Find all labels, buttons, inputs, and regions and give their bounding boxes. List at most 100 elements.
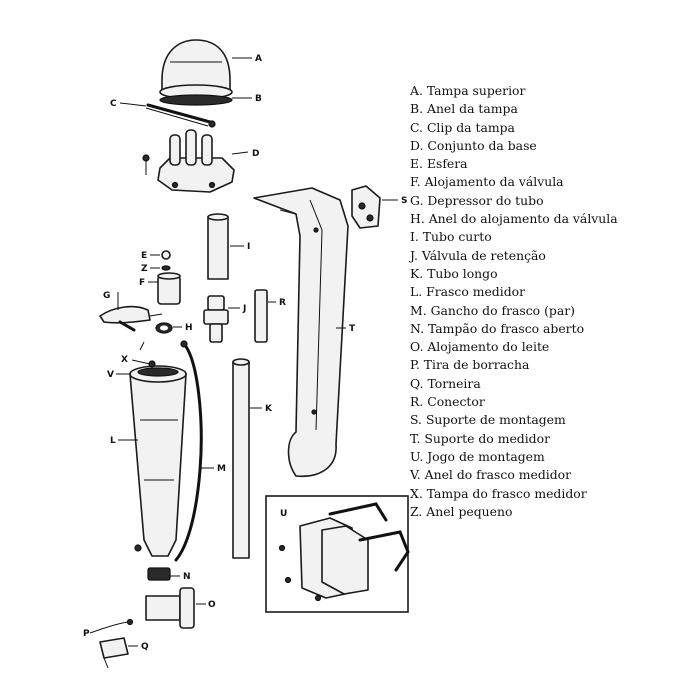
part-s-mounting-bracket [351,185,398,229]
diagram-label-l: L [110,436,116,446]
legend-separator: . [418,503,427,519]
diagram-label-s: S [401,196,407,206]
part-o-milk-housing [145,587,206,629]
part-h-valve-housing-ring [155,322,182,334]
legend-part-name: Esfera [426,156,468,172]
legend-item-p: P. Tira de borracha [410,356,695,374]
diagram-label-r: R [279,298,286,308]
legend-separator: . [419,119,427,135]
part-x-flask-cap [131,359,156,368]
legend-separator: . [414,229,423,245]
legend-separator: . [419,448,428,464]
part-i-short-tube [207,213,244,280]
legend-item-f: F. Alojamento da válvula [410,173,695,191]
legend-part-name: Anel pequeno [426,503,513,519]
legend-separator: . [418,284,427,300]
legend-separator: . [416,430,425,446]
legend-item-x: X. Tampa do frasco medidor [410,485,695,503]
legend-part-name: Tampão do frasco aberto [427,320,585,336]
legend-part-name: Conjunto da base [427,137,537,153]
diagram-label-k: K [265,404,273,414]
legend-letter: E [410,156,420,172]
legend-separator: . [420,320,428,336]
part-m-flask-hook-pair [134,340,214,562]
part-p-rubber-strap [89,618,134,634]
legend-separator: . [420,211,429,227]
legend-letter: F [410,174,417,190]
legend-item-n: N. Tampão do frasco aberto [410,320,695,338]
legend-letter: B [410,101,420,117]
legend-item-t: T. Suporte do medidor [410,430,695,448]
legend-letter: A [410,83,419,98]
legend-letter: N [410,320,421,336]
legend-letter: C [410,119,420,135]
part-u-mounting-kit [265,495,410,613]
legend-part-name: Gancho do frasco (par) [430,302,575,318]
legend-item-k: K. Tubo longo [410,265,695,283]
legend-letter: S [410,412,419,428]
legend-item-u: U. Jogo de montagem [410,448,695,466]
legend-separator: . [419,101,427,117]
legend-letter: D [410,137,420,153]
legend-part-name: Tubo longo [427,265,498,281]
legend-letter: K [410,265,420,281]
legend-part-name: Tampa do frasco medidor [426,485,587,501]
legend-separator: . [416,174,425,190]
diagram-label-p: P [83,629,90,639]
legend-part-name: Depressor do tubo [427,192,544,208]
diagram-label-c: C [110,99,117,109]
legend-separator: . [419,137,428,153]
legend-item-v: V. Anel do frasco medidor [410,466,695,484]
legend-separator: . [422,302,431,318]
legend-item-a: A. Tampa superior [410,82,695,100]
part-a-top-cover [159,39,252,100]
diagram-label-d: D [252,149,259,159]
legend-letter: O [410,339,420,355]
legend-letter: J [410,247,415,263]
legend-separator: . [415,357,424,373]
legend-letter: H [410,211,421,227]
legend-letter: M [410,302,423,318]
part-v-flask-ring [116,365,187,383]
legend-part-name: Tubo curto [422,229,492,245]
legend-separator: . [419,394,428,410]
legend-item-c: C. Clip da tampa [410,119,695,137]
legend-separator: . [418,83,427,98]
legend-item-z: Z. Anel pequeno [410,503,695,521]
diagram-label-q: Q [141,642,149,652]
legend-part-name: Alojamento do leite [427,339,550,355]
diagram-label-x: X [121,355,128,365]
legend-part-name: Torneira [427,375,481,391]
legend-part-name: Conector [427,394,485,410]
legend-part-name: Anel do alojamento da válvula [428,211,618,227]
part-n-open-flask-plug [147,567,180,581]
legend-letter: L [410,284,419,300]
legend-item-r: R. Conector [410,393,695,411]
legend-separator: . [419,156,427,172]
diagram-label-o: O [208,600,216,610]
legend-letter: X [410,485,419,501]
part-k-long-tube [232,358,262,559]
legend-part-name: Tira de borracha [423,357,530,373]
legend-item-g: G. Depressor do tubo [410,192,695,210]
part-j-check-valve [203,295,240,343]
legend-item-h: H. Anel do alojamento da válvula [410,210,695,228]
legend-separator: . [419,375,428,391]
legend-separator: . [419,192,428,208]
legend-part-name: Jogo de montagem [427,448,545,464]
legend-letter: Z [410,503,419,519]
diagram-label-z: Z [141,264,148,274]
part-e-ball [150,250,171,260]
part-f-valve-housing [148,272,181,305]
part-t-meter-support [253,187,349,478]
diagram-label-a: A [255,54,262,64]
part-b-cover-ring [159,94,252,106]
legend-separator: . [414,247,422,263]
part-c-cover-clip [119,102,216,128]
legend-separator: . [416,467,425,483]
diagram-label-v: V [107,370,114,380]
legend-part-name: Anel do frasco medidor [424,467,572,483]
legend-part-name: Alojamento da válvula [424,174,564,190]
legend-separator: . [418,485,427,501]
